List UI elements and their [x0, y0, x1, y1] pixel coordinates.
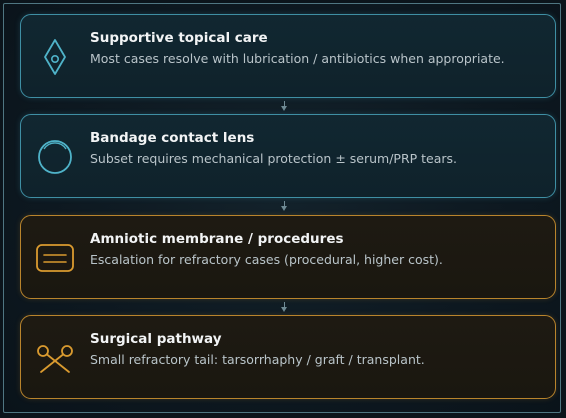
card-description: Most cases resolve with lubrication / an… — [90, 51, 505, 66]
card-title: Surgical pathway — [90, 331, 222, 347]
card-supportive-topical-care: Supportive topical care Most cases resol… — [20, 14, 556, 98]
card-surgical-pathway: Surgical pathway Small refractory tail: … — [20, 315, 556, 399]
arrow-down-icon — [281, 302, 287, 314]
card-amniotic-membrane: Amniotic membrane / procedures Escalatio… — [20, 215, 556, 299]
membrane-icon — [36, 244, 74, 272]
card-description: Subset requires mechanical protection ± … — [90, 151, 458, 166]
card-bandage-contact-lens: Bandage contact lens Subset requires mec… — [20, 114, 556, 198]
card-title: Amniotic membrane / procedures — [90, 231, 344, 247]
card-title: Bandage contact lens — [90, 130, 255, 146]
contact-lens-icon — [38, 140, 72, 174]
card-description: Small refractory tail: tarsorrhaphy / gr… — [90, 352, 425, 367]
card-title: Supportive topical care — [90, 30, 268, 46]
arrow-down-icon — [281, 101, 287, 113]
drop-diamond-icon — [44, 39, 66, 75]
card-description: Escalation for refractory cases (procedu… — [90, 252, 443, 267]
scissors-icon — [37, 345, 73, 373]
arrow-down-icon — [281, 201, 287, 213]
diagram-frame: Supportive topical care Most cases resol… — [3, 3, 561, 413]
